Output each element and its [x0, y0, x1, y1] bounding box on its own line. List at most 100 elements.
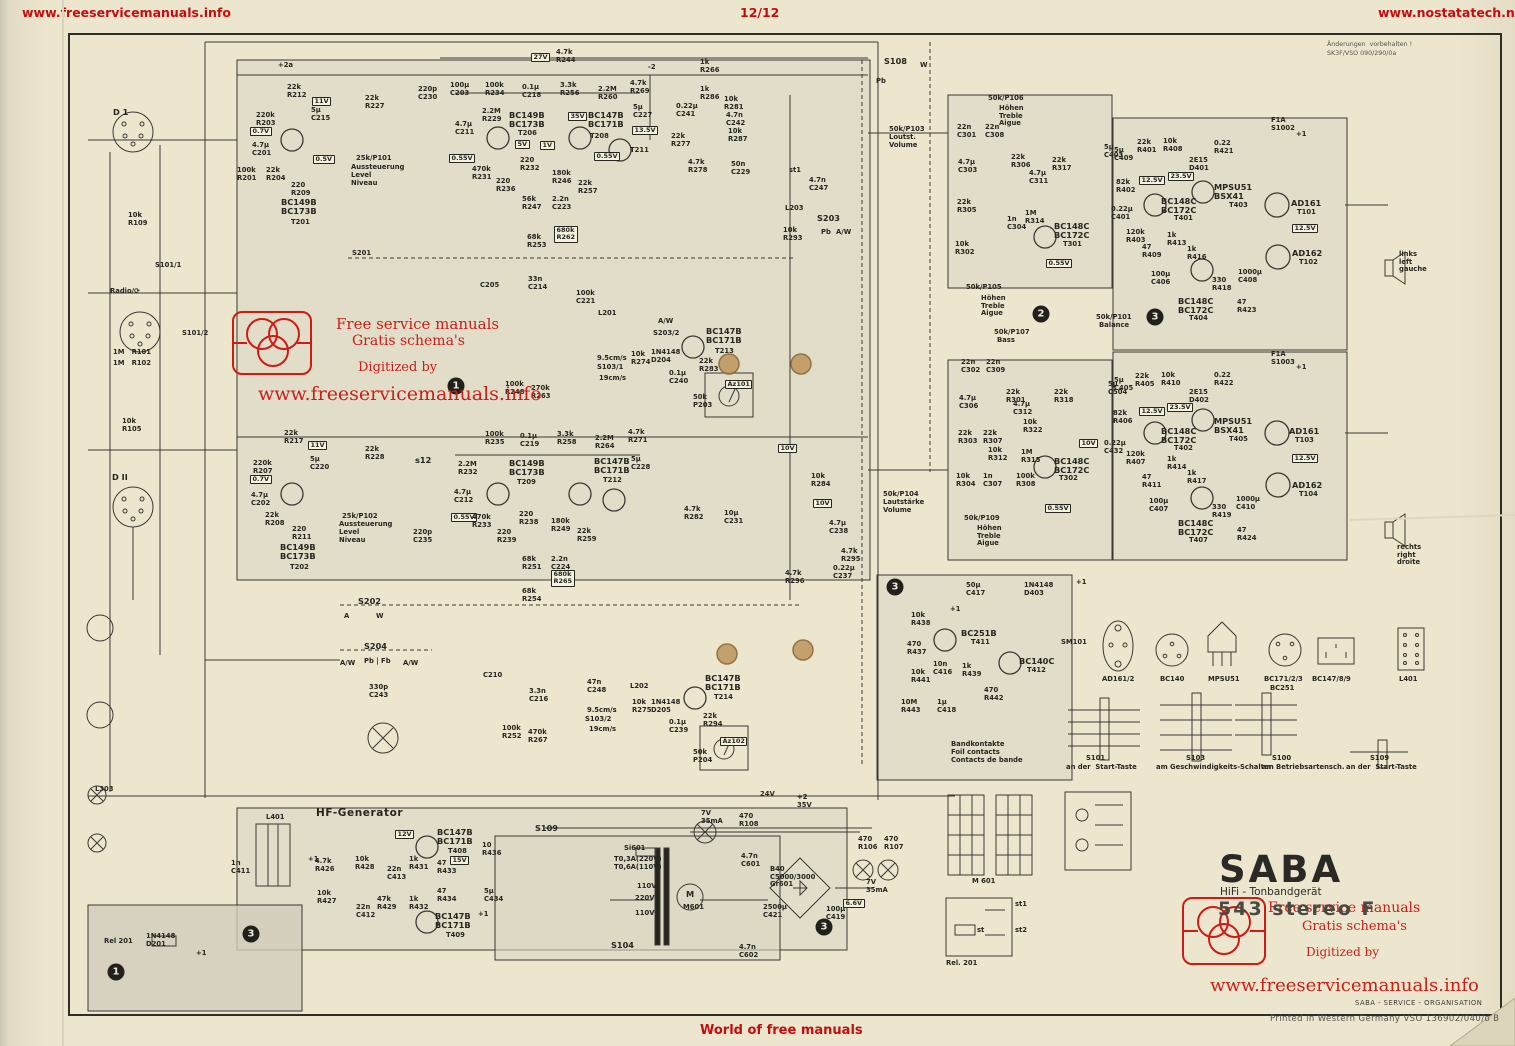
connector-box	[1064, 791, 1132, 871]
component-label: 35V	[568, 112, 588, 122]
header-link-left[interactable]: www.freeservicemanuals.info	[22, 5, 231, 20]
component-label: 5μ C227	[633, 103, 653, 119]
component-label: BC149B BC173B	[509, 458, 545, 478]
fuse-si601	[635, 847, 657, 857]
component-label: am Geschwindigkeits-Schalter	[1156, 763, 1272, 771]
component-label: 22n C308	[985, 123, 1005, 139]
component-label: T202	[290, 563, 309, 571]
component-label: MPSU51	[1208, 675, 1240, 683]
component-label: T409	[446, 931, 465, 939]
component-label: 1n C304	[1007, 215, 1027, 231]
component-label: Aussteuerung	[351, 163, 405, 171]
stamp-left-url[interactable]: www.freeservicemanuals.info	[258, 383, 542, 405]
component-label: 10k R105	[122, 417, 142, 433]
component-label: 22n C413	[387, 865, 407, 881]
component-label: SM101	[1061, 638, 1087, 646]
component-label: 22k R257	[578, 179, 598, 195]
component-label: 22k R405	[1135, 372, 1155, 388]
component-label: 1n C307	[983, 472, 1003, 488]
component-label: 22n C302	[961, 358, 981, 374]
component-label: T211	[630, 146, 649, 154]
component-label: 22k R317	[1052, 156, 1072, 172]
component-label: st2	[1015, 926, 1028, 934]
header-link-right[interactable]: www.nostatatech.nl	[1378, 5, 1515, 20]
component-label: D II	[112, 472, 128, 482]
model-name: 543 stereo F	[1218, 898, 1377, 920]
component-label: 2.2n C223	[552, 195, 572, 211]
component-label: T0,3A(220V)	[614, 855, 662, 863]
section-badge: 3	[1146, 308, 1164, 326]
coil-l401	[255, 823, 291, 887]
component-label: AD162	[1292, 480, 1323, 490]
motor-icon	[676, 883, 704, 911]
component-label: L401	[1399, 675, 1418, 683]
component-label: 0.1μ C240	[669, 369, 689, 385]
component-label: 10k R293	[783, 226, 803, 242]
component-label: Contacts de bande	[951, 756, 1023, 764]
component-label: 10k R287	[728, 127, 748, 143]
component-label: L202	[630, 682, 649, 690]
switch-diagram-s101	[1068, 697, 1140, 761]
component-label: 6.6V	[843, 899, 865, 909]
component-label: 1n C411	[231, 859, 251, 875]
component-label: A	[344, 612, 350, 620]
component-label: AD162	[1292, 248, 1323, 258]
component-label: 10V	[1079, 439, 1099, 449]
component-label: 68k R254	[522, 587, 542, 603]
component-label: 2.2M R260	[598, 85, 618, 101]
component-label: 220 R238	[519, 510, 539, 526]
component-label: 100k R234	[485, 81, 505, 97]
component-label: 1k R266	[700, 58, 720, 74]
component-label: 10V	[778, 444, 798, 454]
component-label: 0.22μ C241	[676, 102, 698, 118]
component-label: 4.7n C602	[739, 943, 759, 959]
section-badge: 1	[107, 963, 125, 981]
component-label: 68k R251	[522, 555, 542, 571]
component-label: BC147/8/9	[1312, 675, 1351, 683]
component-label: 22k R227	[365, 94, 385, 110]
component-label: 1k R417	[1187, 469, 1207, 485]
component-label: Pb	[876, 77, 886, 85]
component-label: 1k R413	[1167, 231, 1187, 247]
component-label: 10V	[813, 499, 833, 509]
component-label: 50k P204	[693, 748, 713, 764]
component-label: W	[920, 61, 928, 69]
component-label: 5μ C504	[1108, 380, 1128, 396]
connector-grid-m601	[947, 794, 1033, 876]
component-label: 11V	[312, 97, 332, 107]
footer-banner: World of free manuals	[700, 1023, 863, 1038]
component-label: 3.3k R258	[557, 430, 577, 446]
component-label: 0.22μ C401	[1111, 205, 1133, 221]
component-label: T401	[1174, 214, 1193, 222]
component-label: 100μ C406	[1151, 270, 1171, 286]
component-label: 220 R211	[292, 525, 312, 541]
stamp-right-url[interactable]: www.freeservicemanuals.info	[1210, 975, 1479, 996]
component-label: st1	[789, 166, 802, 174]
component-label: T201	[291, 218, 310, 226]
component-label: 470 R108	[739, 812, 759, 828]
component-label: 22k R305	[957, 198, 977, 214]
component-label: 3.3k R256	[560, 81, 580, 97]
component-label: 0.55V	[594, 152, 621, 162]
component-label: 11V	[308, 441, 328, 451]
component-label: A/W	[403, 659, 419, 667]
component-label: 10k R428	[355, 855, 375, 871]
component-label: S109	[535, 823, 558, 833]
stamp-left-line1: Free service manuals	[336, 315, 500, 333]
component-label: 50k P203	[693, 393, 713, 409]
component-label: T407	[1189, 536, 1208, 544]
component-label: 220 R232	[520, 156, 540, 172]
component-label: an der Start-Taste	[1346, 763, 1417, 771]
component-label: BC147B BC171B	[437, 827, 473, 847]
stamp-logo-right	[1182, 897, 1266, 965]
component-label: 100k R308	[1016, 472, 1036, 488]
component-label: 12.5V	[1139, 407, 1166, 417]
component-label: 220 R209	[291, 181, 311, 197]
component-label: 4.7μ C311	[1029, 169, 1049, 185]
component-label: 0.1μ C218	[522, 83, 542, 99]
component-label: 2500μ C421	[763, 903, 787, 919]
component-label: Höhen Treble Aigue	[977, 524, 1002, 548]
component-label: 4.7μ C201	[252, 141, 272, 157]
component-label: 27V	[531, 53, 551, 63]
